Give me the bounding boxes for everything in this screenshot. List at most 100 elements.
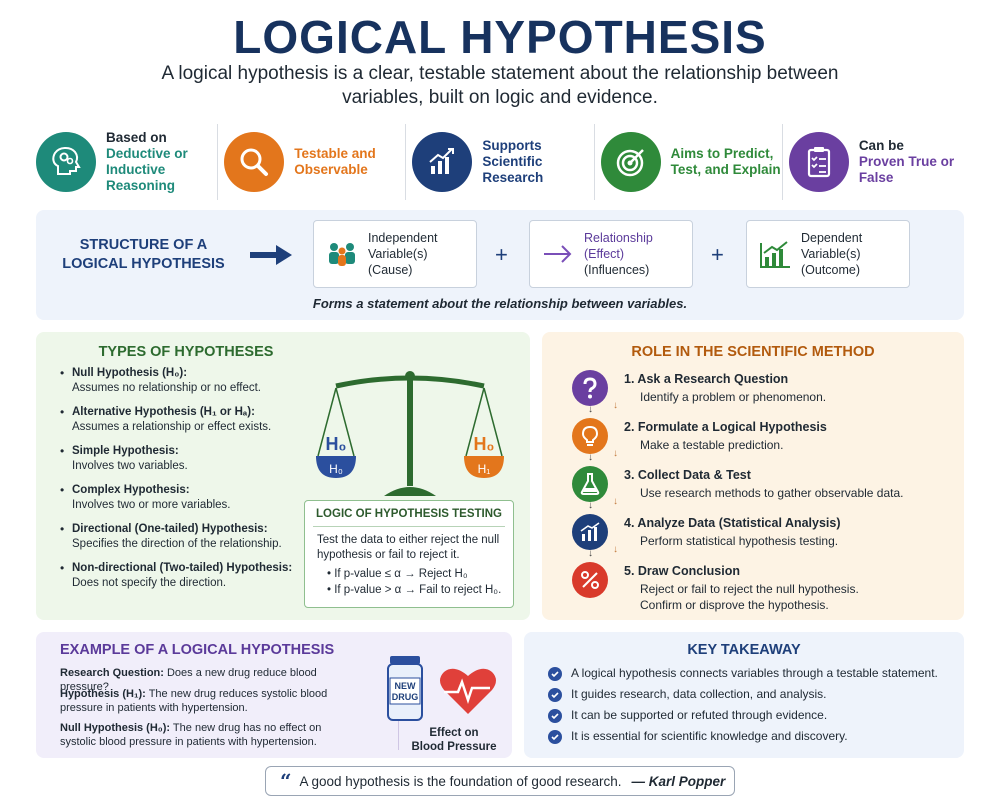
- down-arrow-icon: ↓: [588, 548, 593, 559]
- types-list: Null Hypothesis (H₀): Assumes no relation…: [58, 366, 328, 600]
- head-gears-icon: [36, 132, 96, 192]
- hypothesis-h1: Hypothesis (H₁): The new drug reduces sy…: [60, 687, 356, 715]
- type-name: Null Hypothesis (H₀):: [72, 367, 188, 379]
- type-name: Simple Hypothesis:: [72, 445, 179, 457]
- feature-prefix: Can be: [858, 138, 904, 153]
- plus-sign: +: [495, 242, 508, 267]
- step-desc: Identify a problem or phenomenon.: [640, 390, 827, 404]
- type-name: Non-directional (Two-tailed) Hypothesis:: [72, 562, 293, 574]
- flask-icon: [572, 466, 608, 502]
- step-formulate: 2. Formulate a Logical Hypothesis Make a…: [572, 418, 952, 458]
- feature-label: Aims to Predict, Test, and Explain: [670, 146, 781, 177]
- list-item: It guides research, data collection, and…: [548, 687, 938, 702]
- effect-caption: Effect on Blood Pressure: [396, 726, 512, 754]
- takeaway-text: It is essential for scientific knowledge…: [571, 729, 848, 743]
- logic-text: Test the data to either reject the null …: [317, 534, 500, 561]
- list-item: It can be supported or refuted through e…: [548, 708, 938, 723]
- scale-left-label: H₀: [325, 434, 346, 454]
- feature-testable: Testable and Observable: [218, 124, 407, 200]
- step-desc: Reject or fail to reject the null hypoth…: [640, 581, 859, 613]
- example-title: EXAMPLE OF A LOGICAL HYPOTHESIS: [60, 642, 335, 658]
- research-question: Research Question: Does a new drug reduc…: [60, 666, 356, 694]
- step-title: 5. Draw Conclusion: [624, 564, 740, 578]
- box-line: (Outcome): [801, 263, 861, 277]
- type-desc: Assumes no relationship or no effect.: [72, 382, 262, 394]
- effect-line: Blood Pressure: [411, 741, 497, 753]
- box-line: Relationship: [584, 231, 653, 245]
- lightbulb-icon: [572, 418, 608, 454]
- scale-left-pan-label: H₀: [329, 462, 343, 476]
- types-panel: TYPES OF HYPOTHESES Null Hypothesis (H₀)…: [36, 332, 530, 620]
- type-name: Alternative Hypothesis (H₁ or Hₐ):: [72, 406, 255, 418]
- scientific-method-panel: ROLE IN THE SCIENTIFIC METHOD 1. Ask a R…: [542, 332, 964, 620]
- down-arrow-icon: ↓: [613, 496, 618, 507]
- list-item: Directional (One-tailed) Hypothesis:Spec…: [58, 522, 328, 552]
- feature-label: Testable and Observable: [294, 146, 376, 177]
- takeaway-title: KEY TAKEAWAY: [687, 642, 801, 658]
- box-line: Variable(s): [368, 247, 428, 261]
- effect-line: Effect on: [429, 727, 479, 739]
- arrow-icon: [536, 242, 580, 266]
- role-title: ROLE IN THE SCIENTIFIC METHOD: [631, 344, 875, 360]
- scale-right-label: H₀: [473, 434, 494, 454]
- magnifier-icon: [224, 132, 285, 192]
- down-arrow-icon: ↓: [588, 452, 593, 463]
- box-line: (Effect): [584, 247, 625, 261]
- takeaway-panel: KEY TAKEAWAY A logical hypothesis connec…: [524, 632, 964, 758]
- step-conclusion: 5. Draw Conclusion Reject or fail to rej…: [572, 562, 952, 612]
- feature-predict: Aims to Predict, Test, and Explain: [595, 124, 783, 200]
- type-desc: Assumes a relationship or effect exists.: [72, 421, 272, 433]
- step-analyze: 4. Analyze Data (Statistical Analysis) P…: [572, 514, 952, 554]
- list-item: Non-directional (Two-tailed) Hypothesis:…: [58, 561, 328, 591]
- logic-rule: • If p-value > α → Fail to reject H₀.: [327, 584, 502, 596]
- types-title: TYPES OF HYPOTHESES: [98, 344, 274, 360]
- checklist-icon: [788, 132, 849, 192]
- example-text: Does a new drug reduce blood pressure?: [60, 667, 317, 693]
- feature-label: Proven True or False: [858, 154, 955, 185]
- down-arrow-icon: ↓: [613, 544, 618, 555]
- chart-icon: [572, 514, 608, 550]
- down-arrow-icon: ↓: [613, 400, 618, 411]
- step-desc: Perform statistical hypothesis testing.: [640, 534, 839, 548]
- page-subtitle: A logical hypothesis is a clear, testabl…: [161, 63, 839, 108]
- step-desc: Make a testable prediction.: [640, 438, 784, 452]
- check-icon: [548, 708, 562, 723]
- type-name: Complex Hypothesis:: [72, 484, 190, 496]
- scale-right-pan-label: H₁: [478, 462, 491, 476]
- logic-box: LOGIC OF HYPOTHESIS TESTING Test the dat…: [304, 500, 514, 608]
- box-line: Dependent: [801, 231, 863, 245]
- step-title: 4. Analyze Data (Statistical Analysis): [624, 516, 841, 530]
- list-item: Null Hypothesis (H₀): Assumes no relation…: [58, 366, 328, 396]
- bar-chart-icon: [753, 239, 797, 269]
- quote-box: “ A good hypothesis is the foundation of…: [265, 766, 735, 796]
- drug-bottle-heart-icon: NEW DRUG: [387, 656, 496, 721]
- list-item: Simple Hypothesis:Involves two variables…: [58, 444, 328, 474]
- feature-label: Deductive or Inductive Reasoning: [106, 146, 188, 193]
- box-line: Variable(s): [801, 247, 861, 261]
- step-desc-line: Confirm or disprove the hypothesis.: [640, 598, 829, 612]
- type-desc: Specifies the direction of the relations…: [72, 538, 282, 550]
- check-icon: [548, 687, 562, 702]
- balance-scale-icon: H₀ H₀ H₀ H₁: [316, 371, 504, 496]
- feature-prefix: Based on: [106, 130, 167, 145]
- type-desc: Involves two or more variables.: [72, 499, 231, 511]
- box-line: Independent: [368, 231, 438, 245]
- step-title: 1. Ask a Research Question: [624, 372, 789, 386]
- structure-note: Forms a statement about the relationship…: [312, 296, 688, 311]
- takeaway-text: It guides research, data collection, and…: [571, 687, 827, 701]
- people-icon: [320, 239, 364, 269]
- quote-author: — Karl Popper: [631, 773, 726, 789]
- list-item: It is essential for scientific knowledge…: [548, 729, 938, 744]
- box-line: (Cause): [368, 263, 413, 277]
- bottle-label: DRUG: [392, 692, 419, 702]
- step-ask-question: 1. Ask a Research Question Identify a pr…: [572, 370, 952, 410]
- step-collect-data: 3. Collect Data & Test Use research meth…: [572, 466, 952, 506]
- list-item: Complex Hypothesis: Involves two or more …: [58, 483, 328, 513]
- step-title: 3. Collect Data & Test: [624, 468, 751, 482]
- check-icon: [548, 666, 562, 681]
